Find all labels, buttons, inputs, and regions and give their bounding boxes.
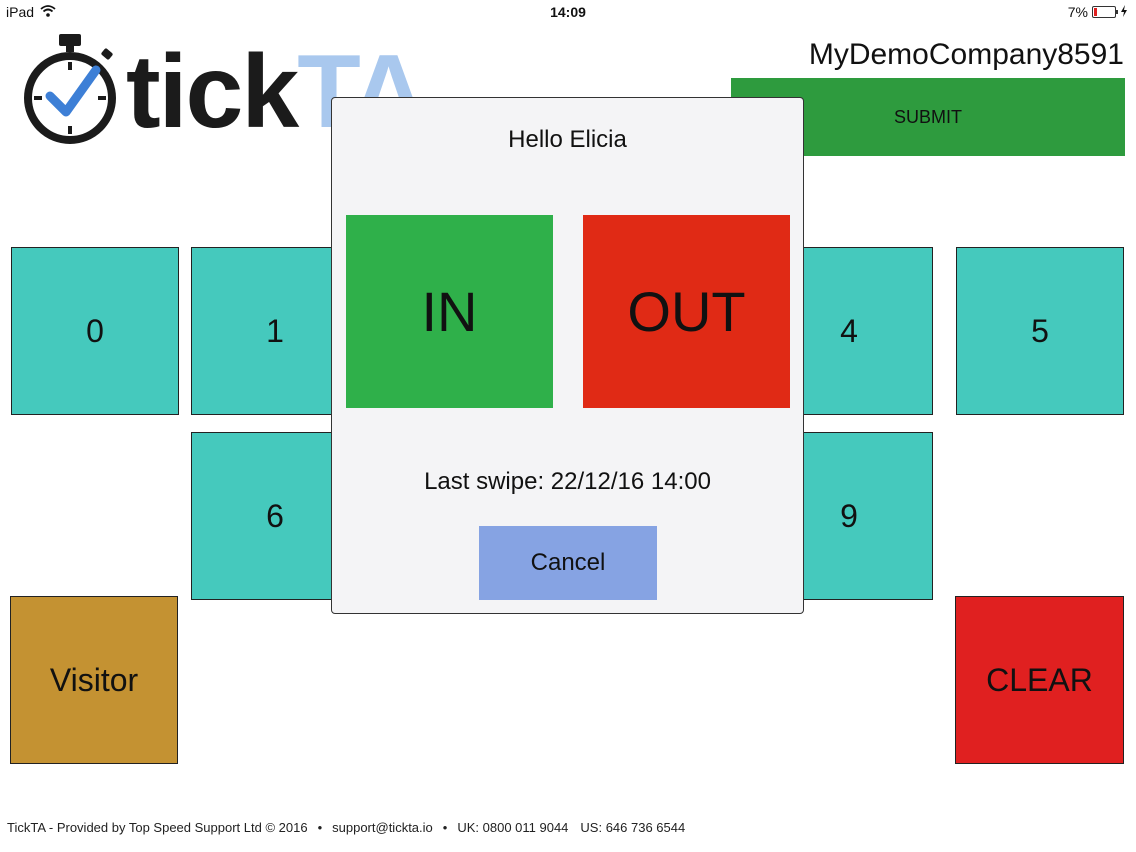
last-swipe-text: Last swipe: 22/12/16 14:00: [424, 468, 711, 495]
footer-provider: TickTA - Provided by Top Speed Support L…: [7, 820, 308, 835]
battery-icon: [1092, 6, 1118, 18]
status-left: iPad: [6, 4, 56, 20]
clock: 14:09: [550, 4, 586, 20]
company-name: MyDemoCompany8591: [808, 38, 1124, 71]
visitor-button[interactable]: Visitor: [10, 596, 178, 764]
dialog-greeting: Hello Elicia: [508, 126, 627, 153]
logo-text-tick: tick: [126, 34, 299, 150]
key-5[interactable]: 5: [956, 247, 1124, 415]
footer-email[interactable]: support@tickta.io: [332, 820, 433, 835]
device-label: iPad: [6, 4, 35, 20]
wifi-icon: [40, 4, 56, 20]
footer-us-phone: US: 646 736 6544: [580, 820, 686, 835]
charging-icon: [1120, 4, 1128, 20]
out-button[interactable]: OUT: [583, 215, 790, 408]
clear-button[interactable]: CLEAR: [955, 596, 1124, 764]
footer-uk-phone: UK: 0800 011 9044: [457, 820, 569, 835]
battery-percent: 7%: [1067, 4, 1088, 20]
status-right: 7%: [1068, 4, 1128, 20]
clock-in-dialog: Hello Elicia IN OUT Last swipe: 22/12/16…: [331, 97, 804, 614]
cancel-button[interactable]: Cancel: [479, 526, 657, 600]
footer: TickTA - Provided by Top Speed Support L…: [7, 820, 686, 835]
in-button[interactable]: IN: [346, 215, 553, 408]
stopwatch-check-icon: [22, 32, 120, 153]
status-bar: iPad 14:09 7%: [0, 0, 1136, 24]
key-0[interactable]: 0: [11, 247, 179, 415]
